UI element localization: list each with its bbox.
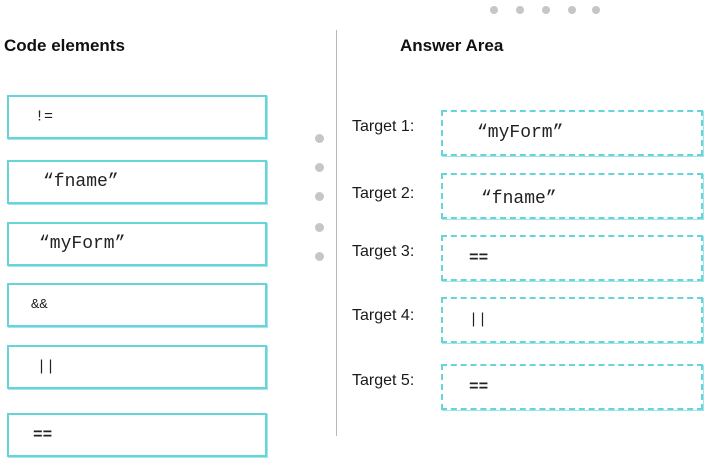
- code-element-label: “fname”: [43, 172, 119, 192]
- code-elements-title: Code elements: [4, 36, 125, 55]
- code-element-and[interactable]: &&: [7, 283, 267, 327]
- code-element-label: ==: [33, 426, 53, 444]
- target-2-value: “fname”: [481, 189, 557, 209]
- target-5-slot[interactable]: ==: [441, 364, 703, 410]
- target-3-slot[interactable]: ==: [441, 235, 703, 281]
- code-element-not-equals[interactable]: !=: [7, 95, 267, 139]
- target-5-label: Target 5:: [352, 372, 415, 389]
- panel-divider: [336, 30, 337, 436]
- code-element-label: “myForm”: [39, 234, 126, 254]
- target-3-value: ==: [469, 249, 489, 267]
- target-4-value: ||: [469, 311, 488, 329]
- target-1-label: Target 1:: [352, 118, 415, 135]
- target-2-slot[interactable]: “fname”: [441, 173, 703, 219]
- answer-area-title: Answer Area: [400, 36, 504, 55]
- code-element-label: &&: [31, 297, 48, 313]
- target-5-value: ==: [469, 378, 489, 396]
- target-1-value: “myForm”: [477, 123, 564, 143]
- target-4-label: Target 4:: [352, 307, 415, 324]
- code-element-myform[interactable]: “myForm”: [7, 222, 267, 266]
- code-element-fname[interactable]: “fname”: [7, 160, 267, 204]
- code-element-or[interactable]: ||: [7, 345, 267, 389]
- code-element-label: !=: [35, 108, 54, 126]
- target-1-slot[interactable]: “myForm”: [441, 110, 703, 156]
- target-3-label: Target 3:: [352, 243, 415, 260]
- code-element-label: ||: [37, 358, 56, 376]
- code-element-equals[interactable]: ==: [7, 413, 267, 457]
- target-4-slot[interactable]: ||: [441, 297, 703, 343]
- target-2-label: Target 2:: [352, 185, 415, 202]
